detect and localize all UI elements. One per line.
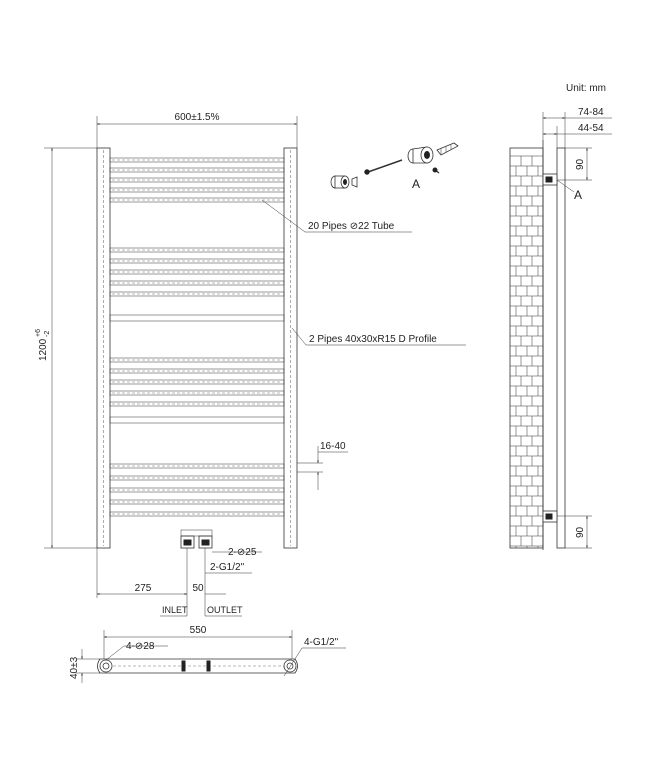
spacing-label: 50 (192, 583, 204, 594)
side-bracket-label: A (574, 188, 582, 202)
tube-pipe (109, 487, 285, 493)
offset-label: 275 (135, 583, 152, 594)
tube-pipe (109, 258, 285, 264)
side-bottom-offset: 90 (575, 526, 586, 538)
plan-holes-label: 4-⊘28 (126, 641, 155, 652)
wall-bricks (510, 155, 543, 548)
tube-pipe (109, 401, 285, 407)
tube-pipe (109, 291, 285, 297)
profile-label: 2 Pipes 40x30xR15 D Profile (309, 334, 437, 345)
front-width-label: 600±1.5% (175, 112, 220, 123)
tube-pipe (109, 157, 285, 163)
side-depth-outer: 74-84 (578, 107, 604, 118)
tube-pipe (109, 177, 285, 183)
tube-pipe (109, 187, 285, 193)
side-view: A 74-84 44-54 90 90 (509, 107, 612, 550)
front-height-tol-upper: +6 (35, 329, 42, 337)
valve-label: 2-⊘25 (228, 547, 257, 558)
tube-pipe (109, 357, 285, 363)
plan-width-label: 550 (190, 625, 207, 636)
tube-pipe (109, 390, 285, 396)
tube-pipe (109, 368, 285, 374)
unit-label: Unit: mm (566, 83, 606, 94)
tube-pipe (109, 167, 285, 173)
tube-pipe (109, 247, 285, 253)
plan-body (97, 658, 298, 674)
outlet-label: OUTLET (207, 605, 243, 615)
plan-threads-label: 4-G1/2" (304, 637, 339, 648)
bracket-detail: A (330, 142, 459, 191)
tube-pipe (109, 197, 285, 203)
front-height-tol-lower: -2 (44, 331, 51, 337)
front-view: 600±1.5% 1200 +6 -2 20 Pipes ⊘22 Tube 2 … (35, 112, 466, 617)
plan-depth-label: 40±3 (69, 656, 80, 679)
side-rail (556, 147, 566, 549)
front-height-label: 1200 (38, 338, 49, 361)
tube-pipe (109, 499, 285, 505)
tube-pipe (109, 280, 285, 286)
bracket-label: A (412, 177, 420, 191)
pipes-label: 20 Pipes ⊘22 Tube (308, 221, 395, 232)
profile-pipe (109, 416, 285, 424)
tube-pipe (109, 379, 285, 385)
inlet-label: INLET (162, 605, 188, 615)
side-top-offset: 90 (575, 158, 586, 170)
tube-pipe (109, 475, 285, 481)
profile-pipe (109, 314, 285, 322)
plan-view: 550 4-⊘28 4-G1/2" 40±3 (69, 625, 346, 683)
tube-pipe (109, 511, 285, 517)
tube-pipe (109, 463, 285, 469)
gap-label: 16-40 (320, 441, 346, 452)
thread-label: 2-G1/2" (210, 562, 245, 573)
tube-pipe (109, 269, 285, 275)
pipe-group (109, 157, 285, 517)
side-depth-inner: 44-54 (578, 123, 604, 134)
